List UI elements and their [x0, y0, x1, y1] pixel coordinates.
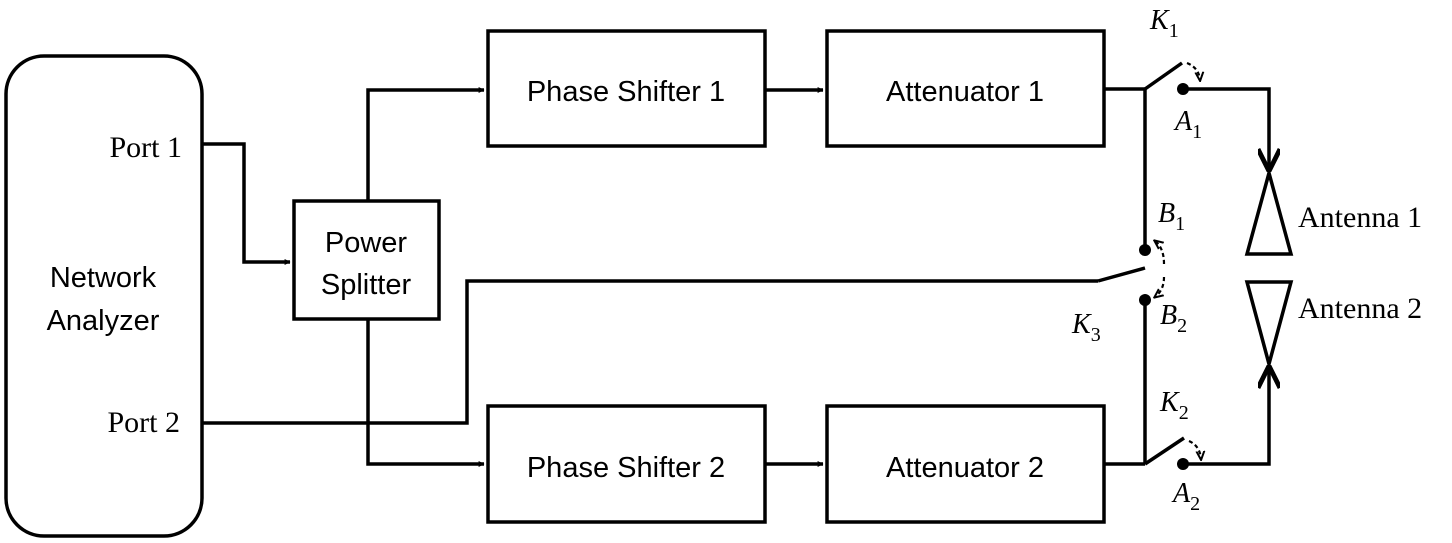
switch-k3-label: K3 — [1071, 309, 1101, 346]
wire-port1-to-splitter — [202, 142, 291, 265]
wire-a1-to-antenna-1 — [1183, 87, 1269, 170]
wire-port2-to-k3 — [202, 279, 1098, 425]
switch-k3-arc-up — [1155, 241, 1166, 265]
antenna-2-icon — [1244, 280, 1294, 371]
switch-k1-label: K1 — [1149, 5, 1179, 42]
contact-a2-label: A2 — [1171, 478, 1200, 515]
switch-k2-label: K2 — [1159, 387, 1189, 424]
switch-k3-blade — [1097, 266, 1146, 283]
antenna-1-label: Antenna 1 — [1298, 201, 1422, 234]
switch-k3-arc-down — [1155, 276, 1166, 297]
contact-b2 — [1139, 294, 1151, 306]
switch-k2-blade — [1144, 436, 1185, 466]
wire-a2-to-antenna-2 — [1183, 367, 1269, 466]
antenna-2-label: Antenna 2 — [1298, 292, 1422, 325]
attenuator-2-label: Attenuator 2 — [886, 452, 1044, 484]
switch-k1-blade — [1143, 61, 1184, 91]
port1-label: Port 1 — [109, 131, 182, 164]
switch-k1-arc — [1186, 61, 1200, 80]
phase-shifter-2-box — [486, 404, 767, 524]
wire-splitter-to-phase-shifter-2 — [366, 319, 485, 467]
attenuator-1-label: Attenuator 1 — [886, 76, 1044, 108]
antenna-1-icon — [1244, 166, 1294, 256]
contact-b1 — [1139, 244, 1151, 256]
contact-a1-label: A1 — [1173, 106, 1202, 143]
network-analyzer-box — [4, 54, 204, 538]
attenuator-1-box — [825, 29, 1106, 148]
power-splitter-box — [292, 199, 441, 321]
power-splitter-label-line1: Power — [325, 227, 408, 259]
phase-shifter-1-box — [486, 29, 767, 148]
network-analyzer-label-line1: Network — [50, 262, 157, 294]
phase-shifter-1-label: Phase Shifter 1 — [527, 76, 725, 108]
switch-k2-arc — [1188, 439, 1201, 459]
network-analyzer-label-line2: Analyzer — [47, 305, 160, 337]
power-splitter-label-line2: Splitter — [321, 269, 412, 301]
wire-splitter-to-phase-shifter-1 — [366, 87, 485, 201]
port2-label: Port 2 — [107, 406, 180, 439]
phase-shifter-2-label: Phase Shifter 2 — [527, 452, 725, 484]
contact-b2-label: B2 — [1160, 300, 1187, 337]
contact-b1-label: B1 — [1158, 198, 1185, 235]
